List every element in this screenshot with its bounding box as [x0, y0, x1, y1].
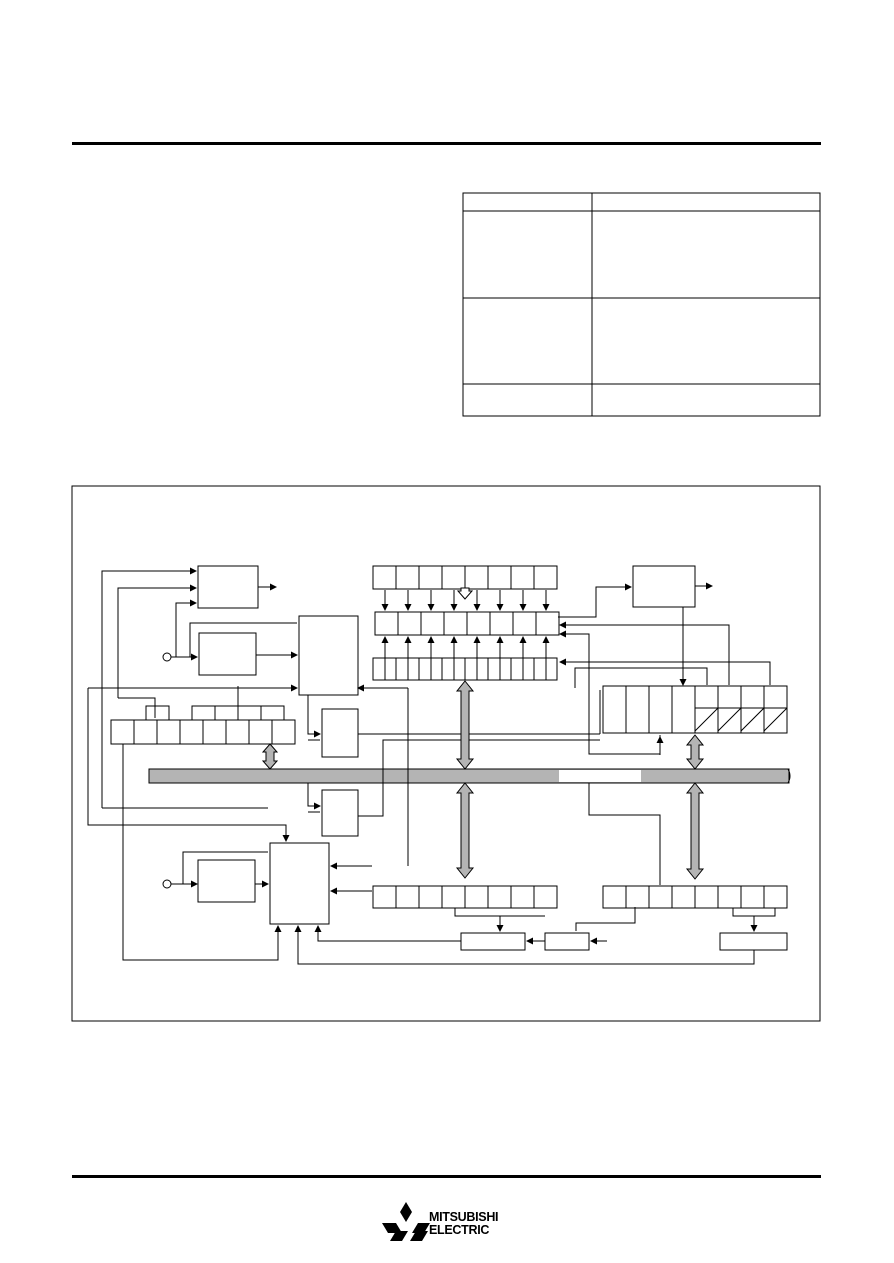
register-upper-cell	[374, 611, 399, 636]
signal-lines	[87, 567, 791, 965]
register-bottom-left-cell	[533, 885, 558, 909]
register-upper-cell	[466, 611, 491, 636]
block-bottom-a	[460, 932, 526, 951]
register-upper-cell	[535, 611, 560, 636]
register-right-cell	[740, 685, 765, 734]
register-upper-cell	[512, 611, 537, 636]
register-bottom-right-cell	[602, 885, 627, 909]
register-left-cell	[110, 719, 135, 745]
register-top-cell	[372, 565, 397, 590]
register-bottom-right-cell	[625, 885, 650, 909]
register-left-cell	[179, 719, 204, 745]
block-bottom-b	[544, 932, 590, 951]
register-bottom-right-cell	[763, 885, 788, 909]
brand-line-2: ELECTRIC	[429, 1223, 490, 1237]
block-small-2	[321, 789, 359, 837]
block-small-1	[321, 708, 359, 758]
register-bottom-right-cell	[648, 885, 673, 909]
register-left-top-cell	[214, 705, 239, 721]
header-rule	[72, 142, 821, 145]
register-right-cell	[602, 685, 627, 734]
register-top-cell	[464, 565, 489, 590]
register-left-cell	[156, 719, 181, 745]
register-bottom-left-cell	[418, 885, 443, 909]
register-top-cell	[395, 565, 420, 590]
register-upper-cell	[489, 611, 514, 636]
register-left-cell	[133, 719, 158, 745]
bus-arrows	[261, 587, 705, 880]
register-right-cell	[717, 685, 742, 734]
register-right-cell	[694, 685, 719, 734]
register-bottom-left-cell	[464, 885, 489, 909]
register-right-cell	[648, 685, 673, 734]
register-left-top-cell	[145, 705, 170, 721]
register-left-top-cell	[237, 705, 262, 721]
register-upper-cell	[397, 611, 422, 636]
register-bottom-left-cell	[395, 885, 420, 909]
block-osc-lower	[197, 859, 256, 903]
register-bottom-right-cell	[671, 885, 696, 909]
block-control-upper	[298, 615, 359, 696]
register-rows	[110, 565, 788, 909]
register-bottom-right-cell	[740, 885, 765, 909]
register-slash	[694, 707, 719, 732]
register-bottom-right-cell	[717, 885, 742, 909]
register-bottom-right-cell	[694, 885, 719, 909]
brand-line-1: MITSUBISHI	[429, 1210, 499, 1224]
register-slash	[717, 707, 742, 732]
register-left-top-cell	[260, 705, 285, 721]
register-upper-cell	[420, 611, 445, 636]
block-osc-upper	[198, 632, 257, 676]
register-left-cell	[202, 719, 227, 745]
register-top-cell	[441, 565, 466, 590]
register-bottom-left-cell	[510, 885, 535, 909]
register-right-cell	[763, 685, 788, 734]
register-top-cell	[418, 565, 443, 590]
register-top-cell	[510, 565, 535, 590]
block-bottom-c	[719, 932, 788, 951]
register-bottom-left-cell	[487, 885, 512, 909]
register-slash	[740, 707, 765, 732]
footer-rule	[72, 1175, 821, 1178]
three-diamonds-icon	[382, 1202, 430, 1241]
block-control-lower	[269, 842, 330, 925]
register-left-top-cell	[191, 705, 216, 721]
data-bus	[148, 768, 790, 784]
register-right-cell	[671, 685, 696, 734]
block-top-left	[197, 565, 259, 609]
brand-logo-text: MITSUBISHI ELECTRIC	[429, 1210, 499, 1237]
register-slash	[763, 707, 788, 732]
diagram-frame	[71, 485, 821, 1022]
register-bottom-left-cell	[441, 885, 466, 909]
register-left-cell	[271, 719, 296, 745]
register-bottom-left-cell	[372, 885, 397, 909]
spec-table	[462, 192, 821, 417]
register-top-cell	[533, 565, 558, 590]
register-left-cell	[225, 719, 250, 745]
register-upper-cell	[443, 611, 468, 636]
block-top-right	[632, 565, 696, 608]
register-right-cell	[625, 685, 650, 734]
register-left-cell	[248, 719, 273, 745]
register-top-cell	[487, 565, 512, 590]
